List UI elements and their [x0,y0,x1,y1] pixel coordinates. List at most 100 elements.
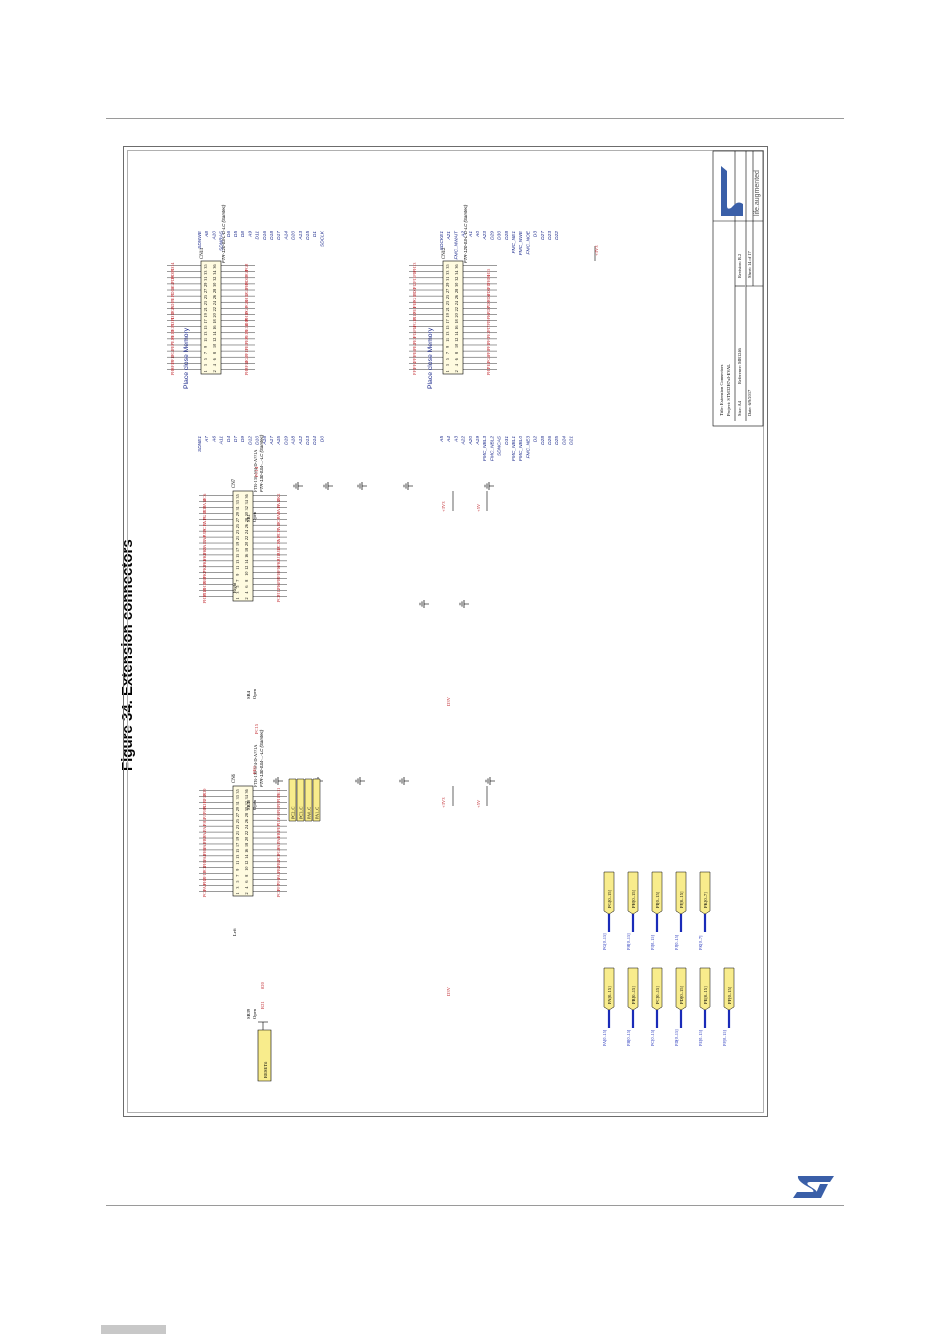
cn11-signal-right: A9 [247,231,253,238]
cn6-body [232,785,254,897]
cn7-pin-number: 31 [235,506,240,510]
cn7-pin-label: PA12 [276,522,281,532]
r21-ref: R21 [260,1001,265,1009]
cn7-side-label: Right [232,582,237,593]
cn7-part-number: FTR-130-5?4-D-A??1A [253,449,258,492]
cn11-pin-label: PE14 [244,323,249,333]
cn11-pin-label: PE15 [170,323,175,333]
cn6-pin-label: PB4 [276,859,281,867]
cn7-pin-label: PB8 [202,576,207,584]
cn6-pin-number: 29 [235,807,240,811]
cn6-pin-label: PD9 [202,788,207,797]
right-bus-bus-flag [603,871,615,915]
cn12-signal-left: A3 [453,436,459,443]
cn7-pin-number: 7 [235,580,240,582]
cn11-pin-label: PG5 [170,306,175,315]
cn6-pin-label: PC0 [202,889,207,897]
title-block-revision: Revision: B.2 [737,254,742,278]
sb1-state: Open [252,511,257,522]
cn7-pin-number: 26 [244,524,249,528]
cn11-signal-right: A14 [283,231,289,241]
right-bus-bus-label: PI[0..15] [655,891,660,908]
cn6-pin-label: PH3 [202,806,207,815]
left-bus-bus-flag [627,967,639,1011]
cn11-pin-number: 22 [212,307,217,311]
cn6-pin-label: PI10 [276,817,281,826]
cn12-pin-number: 11 [445,338,450,342]
cn7-pin-number: 20 [244,542,249,546]
cn7-pin-label: PH13 [202,581,207,592]
cn6-pin-label: PF7 [276,883,281,891]
cn12-signal-right: D30 [497,231,503,240]
cn11-signal-right: D16 [262,231,268,240]
cn12-signal-right: FMC_NOE [525,230,531,254]
cn6-pin-label: PC3 [276,853,281,861]
cn11-signal-right: D8 [240,231,246,237]
cn7-pin-label: PK5 [202,546,207,555]
cn6-ref: CN6 [232,773,237,783]
cn11-pin-number: 11 [203,338,208,342]
net-flag-label: PC3_C [299,806,304,819]
cn11-pin-label: PF12 [170,355,175,364]
left-bus-bus-label: PC[0..15] [655,986,660,1004]
cn7-pin-label: PH10 [202,593,207,604]
cn12-signal-right: D27 [540,231,546,240]
cn6-pin-label: PB1 [276,830,281,838]
title-block-reference: Reference: MB1246 [737,347,742,384]
cn7-pin-number: 25 [235,524,240,528]
cn11-signal-left: D19 [283,436,289,445]
cn12-pin-number: 7 [445,352,450,354]
cn7-pin-number: 35 [235,494,240,498]
cn7-pin-number: 21 [235,536,240,540]
cn7-pin-label: PJ12 [276,588,281,597]
cn11-pin-number: 16 [212,325,217,329]
right-bus-bus-wire-label: PI[0..15] [650,935,655,950]
cn12-pin-number: 33 [445,271,450,275]
cn11-signal-right: A10 [211,231,217,241]
cn12-pin-label: PI4 [412,325,417,332]
cn11-signal-left: D12 [247,436,253,445]
cn11-pin-label: PE9 [244,343,249,351]
cn11-title: Place close Memory [183,327,190,389]
cn12-pin-label: PG6 [486,354,491,363]
cn11-pin-number: 27 [203,289,208,293]
left-bus-bus-wire-label: PF[0..15] [722,1030,727,1046]
cn12-signal-right: D29 [489,231,495,240]
cn7-pin-number: 15 [235,554,240,558]
cn7-pin-label: PA13 [202,539,207,549]
cn6-pin-label: PA6 [276,836,281,844]
cn11-pin-number: 30 [212,283,217,287]
cn7-pin-label: PK6 [202,558,207,567]
cn12-pin-number: 30 [454,283,459,287]
cn6-pin-label: PG9 [276,847,281,856]
cn12-pin-number: 29 [445,283,450,287]
cn12-signal-right: A0 [475,231,481,238]
cn6-pin-number: 28 [244,813,249,817]
cn11-signal-left: D0 [319,436,325,442]
cn7-pin-number: 10 [244,572,249,576]
cn7-pin-number: 6 [244,586,249,588]
cn12-signal-right: FMC_NWE [518,230,524,255]
cn12-pin-number: 5 [445,358,450,360]
cn11-pin-label: PF14 [244,360,249,370]
cn7-pin-label: PI14 [202,588,207,597]
cn11-pin-number: 5 [203,358,208,360]
cn12-signal-left: A22 [461,436,467,446]
cn11-signal-right: D15 [305,231,311,240]
cn12-pin-number: 22 [454,307,459,311]
cn11-pin-label: PG3 [244,287,249,296]
cn12-signal-left: D2 [533,436,539,442]
cn11-pin-number: 3 [203,364,208,366]
cn7-pin-label: PK3 [276,558,281,567]
cn11-part-number: FTR-120-03-L-D-LC (Samtec) [221,204,226,263]
left-bus-bus-wire-label: PA[0..15] [602,1029,607,1046]
cn11-pin-number: 9 [203,346,208,348]
left-bus-bus-flag [699,967,711,1011]
cn11-signal-left: D13 [305,436,311,445]
sb1-ref: SB1 [246,513,251,522]
cn12-pin-number: 34 [454,270,459,275]
cn7-pin-label: PJ12 [276,547,281,556]
cn11-signal-left: A17 [269,436,275,446]
left-bus-bus-label: PB[0..15] [631,986,636,1004]
cn12-pin-label: PE6 [412,349,417,357]
